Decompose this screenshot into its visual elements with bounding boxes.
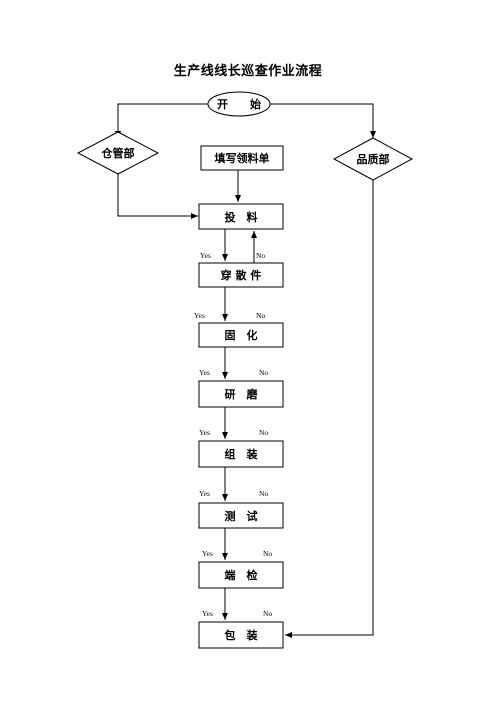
- no-label-feeding: No: [256, 251, 265, 260]
- connector-start-warehouse: [115, 103, 208, 138]
- node-curing-label: 固 化: [225, 328, 258, 342]
- node-grinding-label: 研 磨: [225, 387, 259, 401]
- node-feeding: 投 料: [198, 203, 284, 230]
- node-start: 开 始: [207, 91, 271, 117]
- no-label-testing: No: [263, 549, 272, 558]
- node-requisition: 填写领料单: [200, 145, 284, 171]
- node-warehouse-label: 仓管部: [101, 146, 135, 160]
- yes-label-threading: Yes: [194, 311, 205, 320]
- no-label-threading: No: [256, 311, 265, 320]
- connector-quality-packing: [285, 180, 374, 638]
- node-threading: 穿 散 件: [198, 262, 284, 288]
- node-testing-label: 测 试: [225, 509, 258, 523]
- page-title: 生产线线长巡查作业流程: [173, 64, 323, 79]
- no-label-assembly: No: [259, 489, 268, 498]
- yes-label-grinding: Yes: [199, 428, 210, 437]
- node-quality-label: 品质部: [357, 152, 390, 166]
- node-assembly: 组 装: [198, 440, 284, 468]
- yes-label-feeding: Yes: [200, 251, 211, 260]
- no-label-grinding: No: [259, 428, 268, 437]
- node-assembly-label: 组 装: [225, 447, 258, 461]
- connector-start-quality: [270, 103, 376, 138]
- node-threading-label: 穿 散 件: [221, 268, 262, 282]
- yes-label-curing: Yes: [199, 368, 210, 377]
- node-testing: 测 试: [198, 502, 284, 529]
- node-end-inspection-label: 端 检: [225, 568, 258, 582]
- node-start-label: 开 始: [217, 97, 261, 111]
- node-requisition-label: 填写领料单: [215, 151, 270, 165]
- connectors: [115, 103, 376, 638]
- yes-label-assembly: Yes: [199, 489, 210, 498]
- no-label-end-inspection: No: [263, 609, 272, 618]
- node-packing-label: 包 装: [224, 628, 258, 642]
- no-label-curing: No: [259, 368, 268, 377]
- yes-label-end-inspection: Yes: [202, 609, 213, 618]
- node-curing: 固 化: [198, 322, 284, 348]
- node-packing: 包 装: [198, 621, 284, 649]
- node-feeding-label: 投 料: [225, 210, 258, 224]
- node-quality: 品质部: [332, 137, 414, 181]
- branch-labels: Yes No Yes No Yes No Yes No Yes No Yes N…: [194, 251, 272, 618]
- node-grinding: 研 磨: [198, 380, 284, 408]
- node-warehouse: 仓管部: [76, 131, 160, 175]
- node-end-inspection: 端 检: [198, 561, 284, 589]
- yes-label-testing: Yes: [202, 549, 213, 558]
- connector-warehouse-feeding: [117, 173, 198, 219]
